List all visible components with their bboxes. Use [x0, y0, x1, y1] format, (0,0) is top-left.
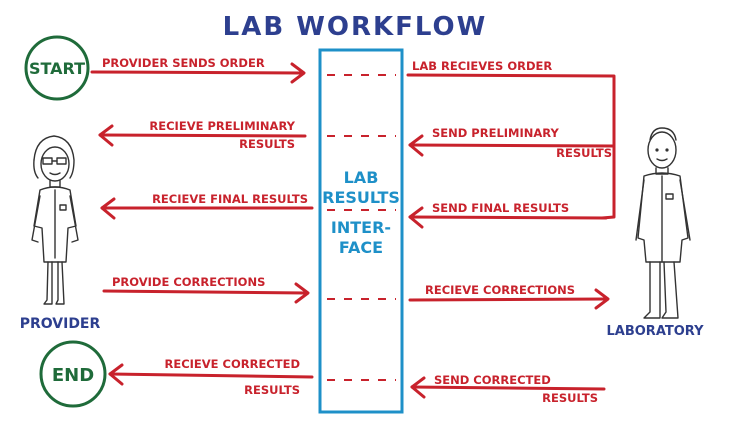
- left-step-1: PROVIDER SENDS ORDER: [90, 56, 306, 84]
- lab-leg-left: [643, 261, 661, 319]
- end-circle: [39, 340, 107, 408]
- arrow-left-1: [90, 70, 304, 75]
- arrowhead-right-4: [594, 288, 610, 310]
- right-step-2: SEND PRELIMINARY RESULTS: [408, 126, 616, 160]
- start-circle: [24, 35, 90, 101]
- arrowhead-right-5: [410, 376, 426, 399]
- provider-glasses-left: [42, 157, 53, 165]
- laboratory-figure: [635, 127, 691, 319]
- arrowhead-left-4: [294, 282, 310, 304]
- diagram-title: LAB WORKFLOW: [223, 12, 488, 42]
- arrowhead-left-3: [100, 197, 116, 220]
- arrowhead-right-3: [408, 206, 424, 229]
- interface-label-line4: FACE: [339, 238, 383, 257]
- left-step-3-label: RECIEVE FINAL RESULTS: [152, 192, 308, 206]
- end-label: END: [52, 365, 94, 386]
- arrow-left-5: [108, 372, 314, 379]
- arrow-left-2: [98, 133, 307, 138]
- interface-label-line2: RESULTS: [322, 188, 400, 207]
- interface-box: [318, 48, 404, 414]
- right-step-3: SEND FINAL RESULTS: [408, 201, 608, 229]
- provider-leg-left: [43, 261, 53, 305]
- right-step-4: RECIEVE CORRECTIONS: [408, 283, 610, 310]
- interface-label-line3: INTER-: [331, 218, 391, 237]
- arrowhead-left-2: [98, 124, 114, 147]
- interface-label-line1: LAB: [344, 168, 379, 187]
- provider-leg-right: [55, 261, 65, 305]
- lab-coat: [637, 172, 689, 263]
- right-step-3-label: SEND FINAL RESULTS: [432, 201, 569, 215]
- provider-hair: [33, 135, 75, 179]
- arrow-right-2: [408, 143, 616, 148]
- lab-results-interface: LAB RESULTS INTER- FACE: [318, 48, 404, 414]
- left-step-3: RECIEVE FINAL RESULTS: [100, 192, 314, 220]
- left-step-5: RECIEVE CORRECTED RESULTS: [108, 357, 314, 397]
- right-step-5: SEND CORRECTED RESULTS: [410, 373, 606, 405]
- end-terminal: END: [39, 340, 107, 408]
- provider-figure: [31, 135, 79, 305]
- left-step-2: RECIEVE PRELIMINARY RESULTS: [98, 119, 307, 151]
- arrow-right-3: [408, 215, 608, 220]
- right-step-5-label: SEND CORRECTED: [434, 373, 551, 387]
- left-step-2-label-2: RESULTS: [239, 137, 295, 151]
- right-step-2-label-2: RESULTS: [556, 146, 612, 160]
- arrowhead-right-2: [408, 134, 424, 157]
- lab-leg-right: [661, 261, 679, 319]
- left-step-2-label: RECIEVE PRELIMINARY: [149, 119, 295, 133]
- arrow-right-4: [408, 297, 608, 302]
- arrowhead-left-1: [290, 62, 306, 84]
- right-step-5-label-2: RESULTS: [542, 391, 598, 405]
- right-step-2-label: SEND PRELIMINARY: [432, 126, 560, 140]
- left-step-1-label: PROVIDER SENDS ORDER: [102, 56, 265, 70]
- provider-coat: [33, 186, 77, 263]
- arrow-left-4: [102, 289, 308, 295]
- provider-label: PROVIDER: [20, 316, 101, 332]
- arrow-right-5: [410, 385, 606, 391]
- lab-hair: [649, 127, 677, 141]
- start-label: START: [29, 59, 85, 78]
- provider-glasses-right: [56, 157, 67, 165]
- arrowhead-left-5: [108, 363, 124, 386]
- left-step-5-label-2: RESULTS: [244, 383, 300, 397]
- laboratory-label: LABORATORY: [607, 324, 705, 339]
- left-step-4: PROVIDE CORRECTIONS: [102, 275, 310, 304]
- start-terminal: START: [24, 35, 90, 101]
- left-step-5-label: RECIEVE CORRECTED: [164, 357, 300, 371]
- right-step-4-label: RECIEVE CORRECTIONS: [425, 283, 575, 297]
- provider-head: [40, 146, 70, 182]
- right-step-1-label: LAB RECIEVES ORDER: [412, 59, 552, 73]
- left-step-4-label: PROVIDE CORRECTIONS: [112, 275, 265, 289]
- lab-head: [647, 131, 677, 169]
